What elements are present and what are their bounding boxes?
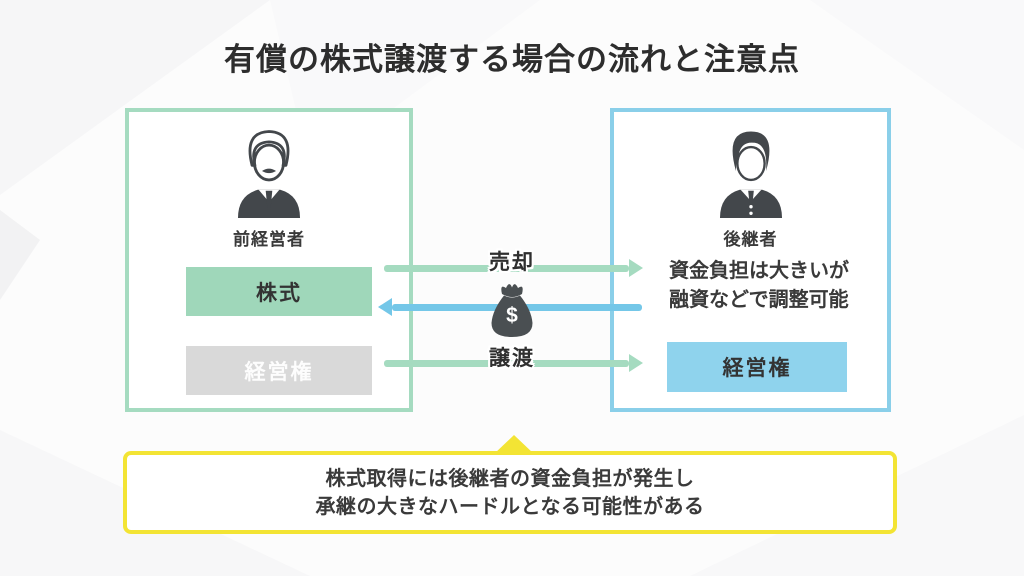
payment-arrow-head-icon [378, 298, 392, 316]
successor-label: 後継者 [723, 230, 778, 249]
warning-callout: 株式取得には後継者の資金負担が発生し 承継の大きなハードルとなる可能性がある [123, 451, 897, 534]
transfer-arrow [384, 354, 643, 372]
warning-line1: 株式取得には後継者の資金負担が発生し [325, 467, 695, 490]
funding-note-line1: 資金負担は大きいが [669, 260, 849, 282]
money-bag-icon: $ [483, 280, 541, 342]
former-manager-figure: 前経営者 [129, 124, 409, 250]
sell-arrow-shaft [384, 264, 629, 272]
transfer-arrow-head-icon [629, 354, 643, 372]
management-right-box-right: 経営権 [667, 342, 847, 392]
dollar-symbol: $ [506, 304, 518, 327]
warning-line2: 承継の大きなハードルとなる可能性がある [315, 495, 705, 518]
former-manager-panel: 前経営者 株式 経営権 [125, 108, 413, 412]
former-manager-icon [229, 130, 309, 222]
sell-label: 売却 [489, 251, 535, 274]
successor-figure: 後継者 [614, 124, 887, 250]
sell-arrow [384, 259, 643, 277]
callout-pointer-icon [494, 435, 534, 454]
stock-box: 株式 [186, 267, 372, 316]
management-right-box-left: 経営権 [186, 346, 372, 395]
former-manager-label: 前経営者 [233, 230, 305, 249]
successor-icon [711, 131, 791, 222]
transfer-arrow-shaft [384, 359, 629, 367]
successor-panel: 後継者 資金負担は大きいが 融資などで調整可能 経営権 [610, 108, 891, 412]
transfer-label: 譲渡 [489, 347, 535, 370]
sell-arrow-head-icon [629, 259, 643, 277]
page-title: 有償の株式譲渡する場合の流れと注意点 [224, 42, 800, 77]
funding-note: 資金負担は大きいが 融資などで調整可能 [669, 257, 889, 315]
funding-note-line2: 融資などで調整可能 [669, 289, 849, 311]
